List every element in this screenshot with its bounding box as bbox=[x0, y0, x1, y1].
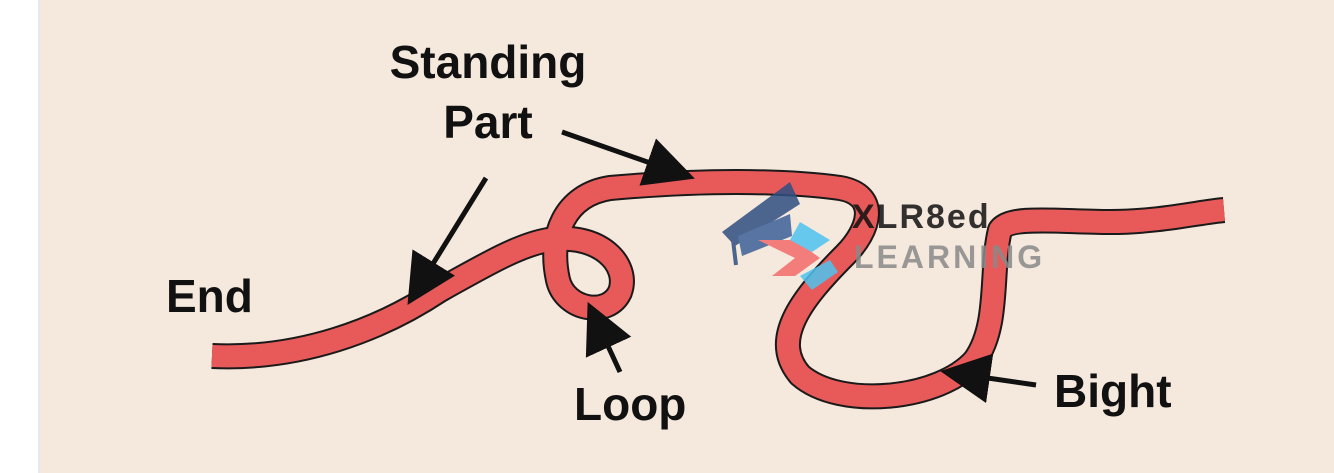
pointer-arrows bbox=[407, 129, 1037, 404]
bight-arrow bbox=[940, 353, 1037, 404]
end-label: End bbox=[166, 270, 253, 322]
standing-part-label-line2: Part bbox=[443, 96, 532, 148]
diagram-labels: Standing Part End Loop Bight bbox=[166, 36, 1172, 430]
graduation-cap-icon bbox=[722, 182, 800, 266]
chevron-icon bbox=[758, 222, 838, 290]
xlr8ed-logo: XLR8ed LEARNING bbox=[722, 182, 1045, 290]
standing-part-arrow bbox=[561, 129, 695, 186]
loop-arrow bbox=[585, 301, 632, 374]
bight-label: Bight bbox=[1054, 365, 1172, 417]
standing-part-label-line1: Standing bbox=[390, 36, 587, 88]
end-arrow bbox=[407, 176, 489, 306]
rope bbox=[211, 169, 1226, 410]
watermark-line1: XLR8ed bbox=[852, 198, 991, 236]
rope-body bbox=[211, 171, 1226, 408]
loop-label: Loop bbox=[574, 378, 686, 430]
diagram-panel bbox=[38, 0, 1334, 473]
watermark-line2: LEARNING bbox=[854, 239, 1045, 275]
